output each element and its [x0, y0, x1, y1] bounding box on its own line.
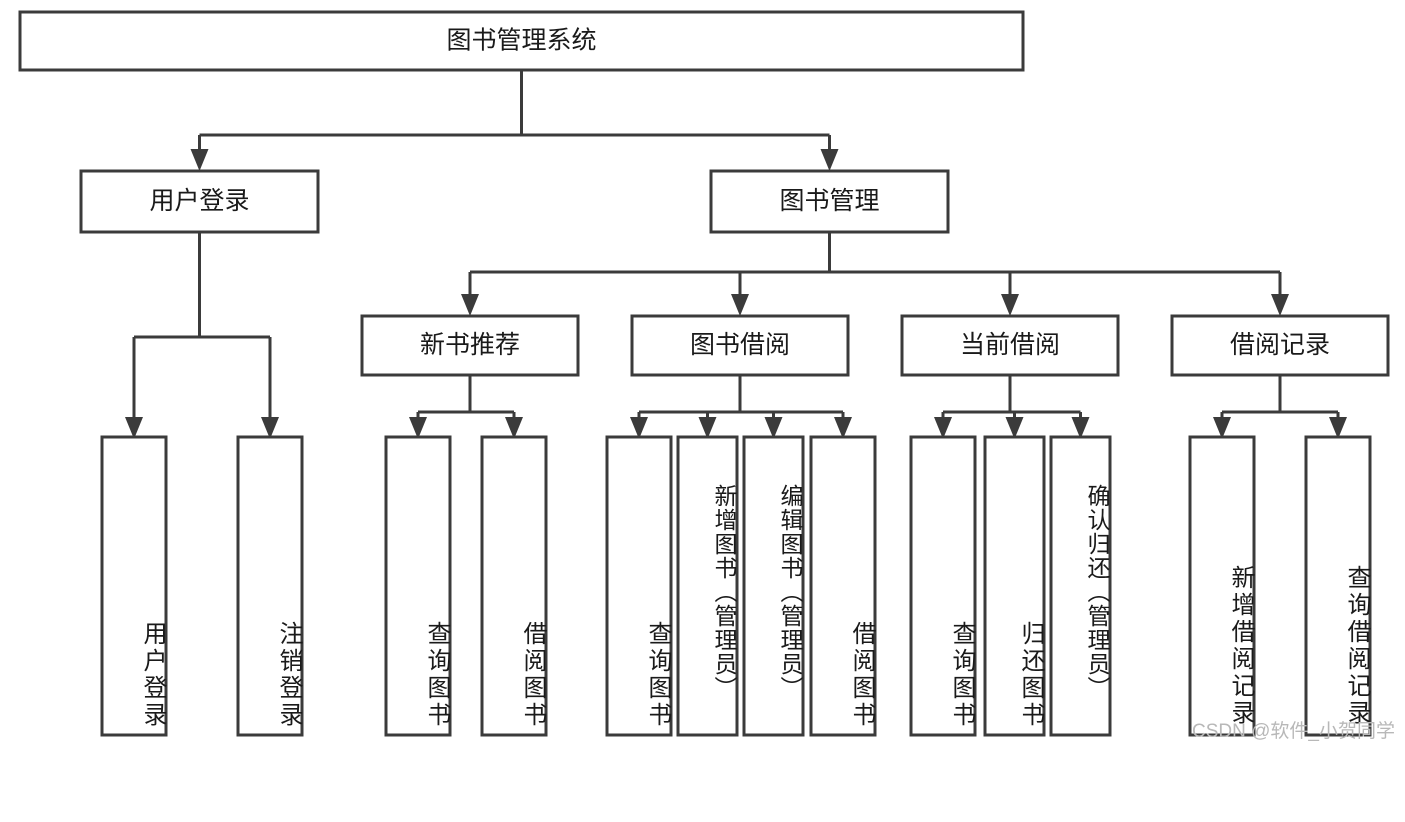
node-box-leaf-query-borrow-record[interactable]	[1304, 435, 1372, 737]
node-label-borrow-record: 借阅记录	[1230, 331, 1330, 359]
node-box-leaf-confirm-return[interactable]	[1049, 435, 1112, 737]
watermark-text: CSDN @软件_小贺同学	[1192, 721, 1395, 742]
node-user-login[interactable]: 用户登录	[79, 169, 320, 234]
node-new-book-recommend[interactable]: 新书推荐	[360, 314, 580, 377]
arrow-head-icon-leaf-query-borrow-record	[1329, 417, 1347, 439]
node-book-borrow[interactable]: 图书借阅	[630, 314, 850, 377]
node-label-new-book-recommend: 新书推荐	[420, 331, 520, 359]
arrow-head-icon-leaf-query-book-1	[409, 417, 427, 439]
arrow-head-icon-l2-1	[820, 149, 839, 171]
node-leaf-confirm-return[interactable]	[1049, 435, 1112, 737]
arrow-head-icon-leaf-query-book-3	[934, 417, 952, 439]
arrow-head-icon-leaf-borrow-book-1	[505, 417, 523, 439]
node-box-leaf-add-book[interactable]	[676, 435, 739, 737]
node-label-current-borrow: 当前借阅	[960, 331, 1060, 359]
arrow-head-icon-l3-0	[461, 294, 479, 316]
node-label-book-borrow: 图书借阅	[690, 331, 790, 359]
node-box-book-borrow[interactable]	[630, 314, 850, 377]
node-box-current-borrow[interactable]	[900, 314, 1120, 377]
arrow-head-icon-l3-2	[1001, 294, 1019, 316]
node-leaf-return-book[interactable]	[983, 435, 1046, 737]
node-label-book-manage: 图书管理	[779, 187, 879, 215]
node-box-leaf-query-book-1[interactable]	[384, 435, 452, 737]
node-label-root: 图书管理系统	[446, 27, 596, 55]
node-current-borrow[interactable]: 当前借阅	[900, 314, 1120, 377]
node-box-leaf-add-borrow-record[interactable]	[1188, 435, 1256, 737]
arrow-head-icon-leaf-edit-book	[764, 417, 783, 439]
arrow-head-icon-leaf-return-book	[1005, 417, 1024, 439]
arrow-head-icon-l3-3	[1271, 294, 1289, 316]
node-box-book-manage[interactable]	[709, 169, 950, 234]
node-box-leaf-borrow-book-2[interactable]	[809, 435, 877, 737]
node-root[interactable]: 图书管理系统	[18, 10, 1025, 72]
node-box-leaf-query-book-3[interactable]	[909, 435, 977, 737]
node-leaf-query-book-2[interactable]	[605, 435, 673, 737]
node-leaf-borrow-book-2[interactable]	[809, 435, 877, 737]
node-borrow-record[interactable]: 借阅记录	[1170, 314, 1390, 377]
arrow-head-icon-l3-1	[731, 294, 749, 316]
node-box-leaf-logout-login[interactable]	[236, 435, 304, 737]
node-box-leaf-edit-book[interactable]	[742, 435, 805, 737]
arrow-head-icon-leaf-add-book	[698, 417, 717, 439]
connector-layer	[125, 70, 1347, 439]
node-box-leaf-borrow-book-1[interactable]	[480, 435, 548, 737]
node-leaf-logout-login[interactable]	[236, 435, 304, 737]
node-label-user-login: 用户登录	[149, 187, 249, 215]
arrow-head-icon-leaf-logout-login	[261, 417, 279, 439]
node-leaf-user-login[interactable]	[100, 435, 168, 737]
node-leaf-add-borrow-record[interactable]	[1188, 435, 1256, 737]
arrow-head-icon-leaf-user-login	[125, 417, 143, 439]
arrow-head-icon-leaf-borrow-book-2	[834, 417, 852, 439]
node-leaf-query-borrow-record[interactable]	[1304, 435, 1372, 737]
node-leaf-borrow-book-1[interactable]	[480, 435, 548, 737]
node-book-manage[interactable]: 图书管理	[709, 169, 950, 234]
node-leaf-edit-book[interactable]	[742, 435, 805, 737]
node-box-user-login[interactable]	[79, 169, 320, 234]
node-box-leaf-user-login[interactable]	[100, 435, 168, 737]
node-box-leaf-return-book[interactable]	[983, 435, 1046, 737]
node-leaf-add-book[interactable]	[676, 435, 739, 737]
arrow-head-icon-leaf-query-book-2	[630, 417, 648, 439]
node-box-root[interactable]	[18, 10, 1025, 72]
flowchart-canvas: 图书管理系统用户登录图书管理新书推荐图书借阅当前借阅借阅记录 用户登录注销登录查…	[18, 10, 1395, 742]
node-leaf-query-book-1[interactable]	[384, 435, 452, 737]
arrow-head-icon-leaf-confirm-return	[1071, 417, 1090, 439]
arrow-head-icon-l2-0	[190, 149, 209, 171]
node-leaf-query-book-3[interactable]	[909, 435, 977, 737]
node-box-borrow-record[interactable]	[1170, 314, 1390, 377]
arrow-head-icon-leaf-add-borrow-record	[1213, 417, 1231, 439]
node-box-leaf-query-book-2[interactable]	[605, 435, 673, 737]
node-box-new-book-recommend[interactable]	[360, 314, 580, 377]
